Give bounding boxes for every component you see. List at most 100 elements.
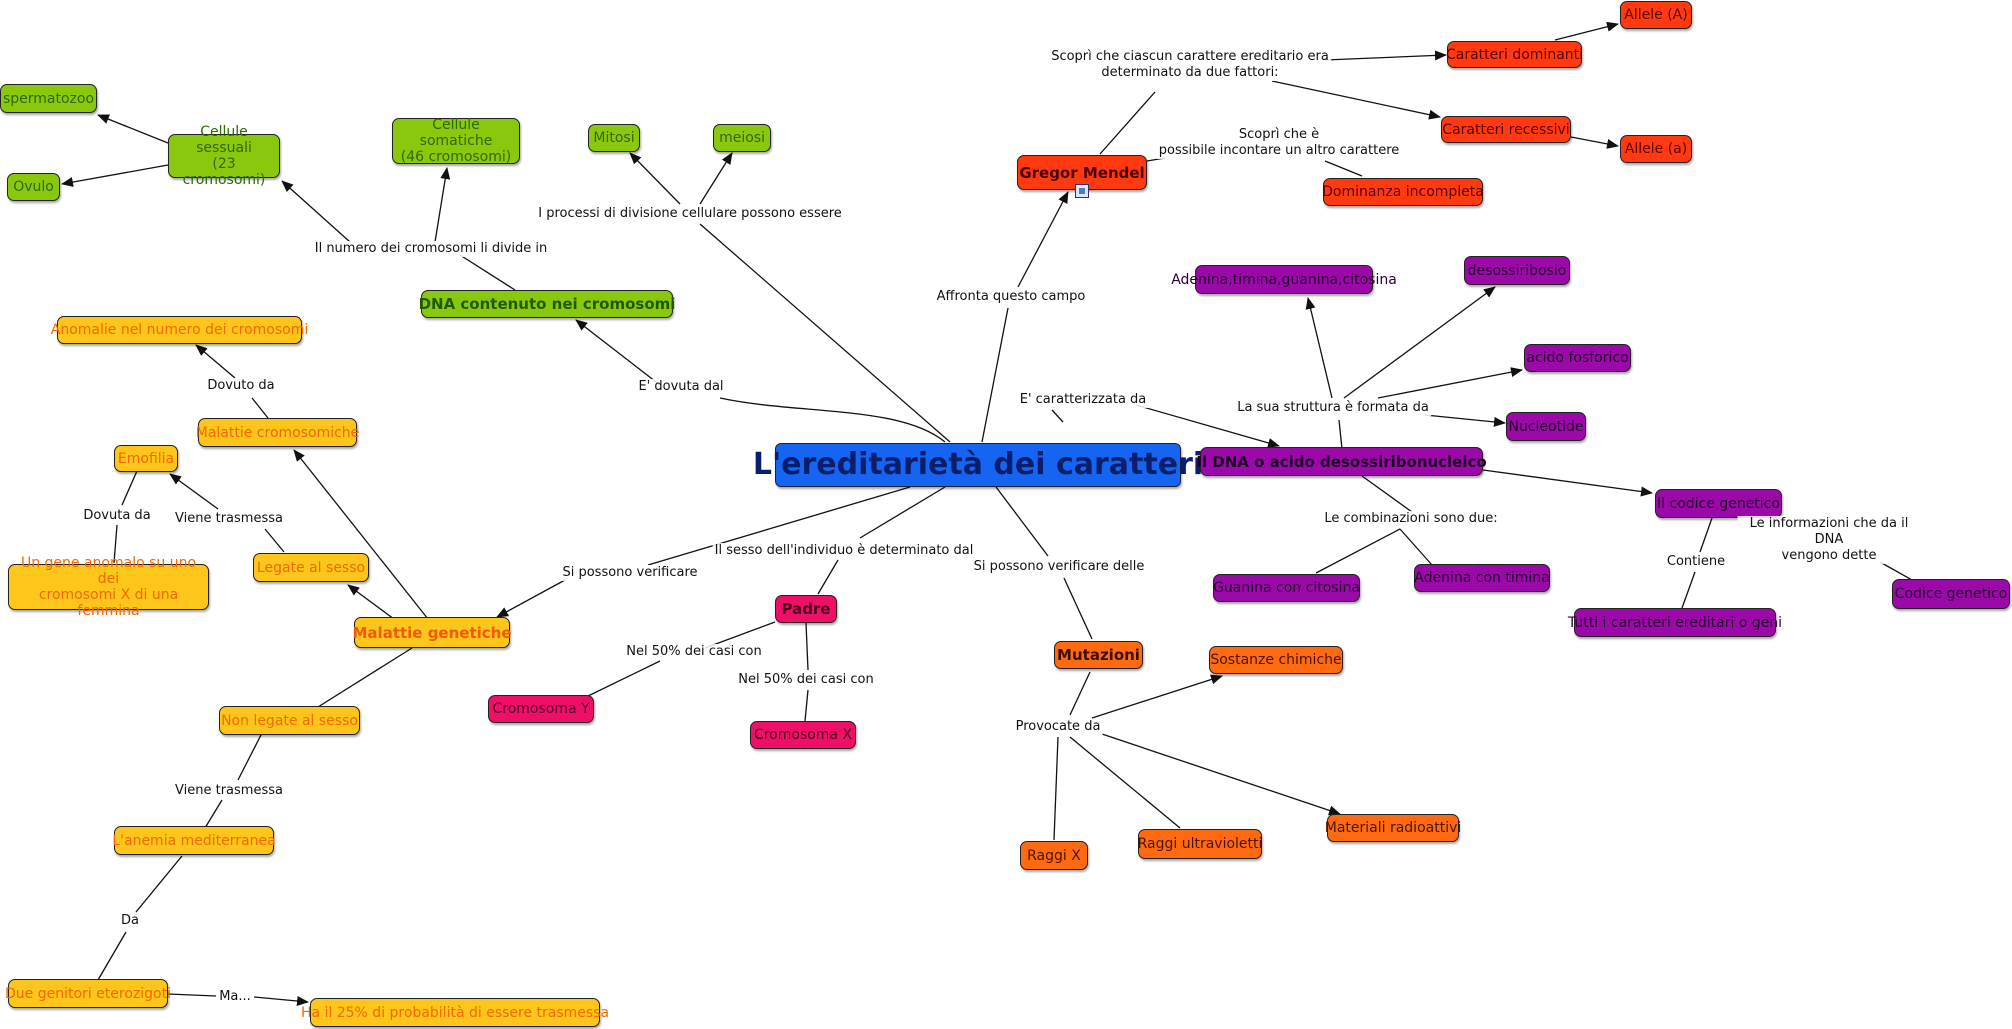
label-verificare-delle: Si possono verificare delle xyxy=(971,559,1147,575)
edge-mendel-scopri1 xyxy=(1099,91,1156,155)
edge-main-dovuta xyxy=(719,397,946,443)
edge-emofilia-dovuta xyxy=(121,470,138,506)
note-icon[interactable] xyxy=(1075,184,1089,198)
edge-main-verificare xyxy=(647,486,911,566)
edge-viene-anemia xyxy=(204,799,223,829)
raggi-ultravioletti-node[interactable]: Raggi ultravioletti xyxy=(1138,829,1262,859)
codice-genetico-leaf-node[interactable]: Codice genetico xyxy=(1892,579,2010,609)
malattie-cromosomiche-node[interactable]: Malattie cromosomiche xyxy=(196,418,359,447)
label-scopri-fattori: Scoprì che ciascun carattere ereditario … xyxy=(1049,49,1331,81)
acido-fosforico-node[interactable]: acido fosforico xyxy=(1524,344,1631,372)
edge-dovuto-anomalie xyxy=(195,344,236,379)
edge-recessivi-allelea xyxy=(1570,136,1619,149)
anomalie-cromosomi-node[interactable]: Anomalie nel numero dei cromosomi xyxy=(51,316,308,344)
edge-main-caratterizzata xyxy=(1051,409,1064,423)
edge-contiene-geni xyxy=(1681,571,1696,609)
edge-malgen-legate xyxy=(347,584,399,623)
raggi-x-node[interactable]: Raggi X xyxy=(1020,841,1088,870)
adenina-timina-node[interactable]: Adenina con timina xyxy=(1414,564,1550,592)
edge-sesso-padre xyxy=(817,559,839,595)
ovulo-node[interactable]: Ovulo xyxy=(7,173,60,201)
label-processi-divisione: I processi di divisione cellulare posson… xyxy=(536,206,844,222)
edge-main-processi xyxy=(699,223,951,443)
guanina-citosina-node[interactable]: Guanina con citosina xyxy=(1213,574,1360,602)
probabilita-trasmessa-node[interactable]: Ha il 25% di probabilità di essere trasm… xyxy=(301,998,609,1027)
codice-genetico-node[interactable]: Il codice genetico xyxy=(1655,489,1782,518)
anemia-mediterranea-node[interactable]: L'anemia mediterranea xyxy=(112,826,276,855)
allele-A-node[interactable]: Allele (A) xyxy=(1620,1,1692,29)
label-contiene: Contiene xyxy=(1664,554,1728,570)
meiosi-node[interactable]: meiosi xyxy=(713,124,771,152)
genitori-eterozigoti-node[interactable]: Due genitori eterozigoti xyxy=(5,979,171,1008)
legate-sesso-node[interactable]: Legate al sesso xyxy=(253,553,369,582)
edge-provocate-sostanze xyxy=(1091,674,1223,719)
edge-malcrom-dovuto xyxy=(251,397,269,419)
mutazioni-node[interactable]: Mutazioni xyxy=(1054,641,1143,669)
edge-dominanti-alleleA xyxy=(1554,21,1619,41)
edge-cinquanta1-cromy xyxy=(585,660,661,698)
gregor-mendel-node[interactable]: Gregor Mendel xyxy=(1017,155,1147,190)
sostanze-chimiche-node[interactable]: Sostanze chimiche xyxy=(1209,646,1343,674)
caratteri-ereditari-geni-node[interactable]: Tutti i caratteri ereditari o geni xyxy=(1568,608,1782,637)
edge-combinazioni-adenina xyxy=(1399,528,1433,566)
edge-verdelle-mutazioni xyxy=(1063,577,1093,640)
dominanza-incompleta-node[interactable]: Dominanza incompleta xyxy=(1322,178,1484,206)
malattie-genetiche-node[interactable]: Malattie genetiche xyxy=(353,617,512,648)
materiali-radioattivi-node[interactable]: Materiali radioattivi xyxy=(1325,814,1461,842)
edge-struttura-desossi xyxy=(1343,286,1496,399)
edge-numero-somatiche xyxy=(434,167,451,243)
edge-verificare-malattie xyxy=(496,579,566,618)
label-caratterizzata-da: E' caratterizzata da xyxy=(1017,392,1149,408)
allele-a-node[interactable]: Allele (a) xyxy=(1620,135,1692,163)
padre-node[interactable]: Padre xyxy=(775,595,837,623)
dna-cromosomi-node[interactable]: DNA contenuto nei cromosomi xyxy=(419,290,675,318)
main-topic-node[interactable]: L'ereditarietà dei caratteri xyxy=(753,443,1203,487)
edge-provocate-raggiuv xyxy=(1069,736,1181,829)
gene-anomalo-node[interactable]: Un gene anomalo su uno dei cromosomi X d… xyxy=(8,555,209,619)
cromosoma-x-node[interactable]: Cromosoma X xyxy=(750,721,856,749)
cellule-sessuali-node[interactable]: Cellule sessuali (23 cromosomi) xyxy=(168,124,280,188)
edge-main-affronta xyxy=(981,307,1009,443)
label-viene-trasmessa-legate: Viene trasmessa xyxy=(173,511,285,527)
edge-provocate-materiali xyxy=(1101,733,1341,816)
desossiribosio-node[interactable]: desossiribosio xyxy=(1464,256,1570,285)
label-informazioni-dna: Le informazioni che da il DNA vengono de… xyxy=(1737,516,1921,564)
edge-dnacont-numero xyxy=(459,254,516,291)
edge-da-genitori xyxy=(97,931,127,981)
cromosoma-y-node[interactable]: Cromosoma Y xyxy=(488,695,594,723)
caratteri-dominanti-node[interactable]: Caratteri dominanti xyxy=(1446,41,1583,68)
edge-provocate-raggix xyxy=(1053,736,1059,841)
mitosi-node[interactable]: Mitosi xyxy=(588,124,640,152)
nucleotide-node[interactable]: Nucleotide xyxy=(1506,412,1586,441)
edge-caratterizzata-dna xyxy=(1135,404,1280,448)
adenina-timina-guanina-citosina-node[interactable]: Adenina,timina,guanina,citosina xyxy=(1171,265,1397,294)
label-dovuta-da: Dovuta da xyxy=(81,508,153,524)
edge-padre-cinquanta1 xyxy=(704,621,776,649)
edge-affronta-mendel xyxy=(1017,191,1069,288)
label-dovuto-da: Dovuto da xyxy=(205,378,277,394)
edge-anemia-da xyxy=(135,855,183,913)
caratteri-recessivi-node[interactable]: Caratteri recessivi xyxy=(1441,116,1571,143)
emofilia-node[interactable]: Emofilia xyxy=(114,445,178,472)
edge-mutazioni-provocate xyxy=(1069,671,1091,716)
label-viene-trasmessa-nonlegate: Viene trasmessa xyxy=(173,783,285,799)
label-combinazioni: Le combinazioni sono due: xyxy=(1322,511,1500,527)
edge-genitori-ma xyxy=(167,993,217,997)
edge-codice-contiene xyxy=(1699,517,1713,553)
edge-scopri2-dominanza xyxy=(1324,160,1363,177)
edge-dovuta-gene xyxy=(113,524,118,564)
cellule-somatiche-node[interactable]: Cellule somatiche (46 cromosomi) xyxy=(392,117,520,165)
edge-processi-meiosi xyxy=(699,152,733,205)
label-dovuta-dal: E' dovuta dal xyxy=(636,379,726,395)
non-legate-sesso-node[interactable]: Non legate al sesso xyxy=(219,706,360,735)
edge-informazioni-codicegen xyxy=(1879,561,1913,581)
dna-acido-node[interactable]: Il DNA o acido desossiribonucleico xyxy=(1196,447,1487,476)
edge-processi-mitosi xyxy=(629,152,681,205)
label-struttura-formata: La sua struttura è formata da xyxy=(1235,400,1431,416)
edge-dovuta-dna xyxy=(575,319,661,386)
edge-malgen-nonlegate xyxy=(317,647,413,708)
edge-struttura-fosforico xyxy=(1377,367,1523,399)
edge-malgen-malcrom xyxy=(293,449,429,620)
spermatozoo-node[interactable]: spermatozoo xyxy=(0,84,97,113)
